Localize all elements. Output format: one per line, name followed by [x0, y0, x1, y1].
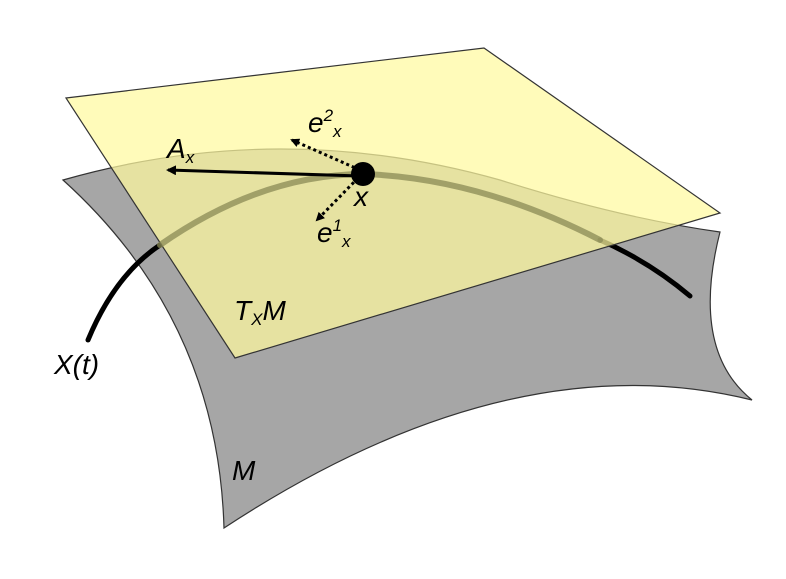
label-manifold: M — [232, 455, 256, 486]
label-tangent-plane: TXM — [234, 295, 286, 329]
label-basis-e2: e2x — [308, 106, 342, 141]
basis-vector-e2 — [290, 138, 361, 172]
curve-lower-left — [85, 242, 163, 343]
basis-vector-e1 — [315, 176, 360, 222]
point-x — [351, 162, 375, 186]
label-point-x: x — [352, 181, 369, 212]
tangent-plane — [64, 47, 722, 359]
vector-a — [166, 165, 361, 178]
label-vector-a: Ax — [165, 133, 195, 167]
label-curve: X(t) — [53, 349, 99, 380]
label-basis-e1: e1x — [317, 216, 351, 251]
